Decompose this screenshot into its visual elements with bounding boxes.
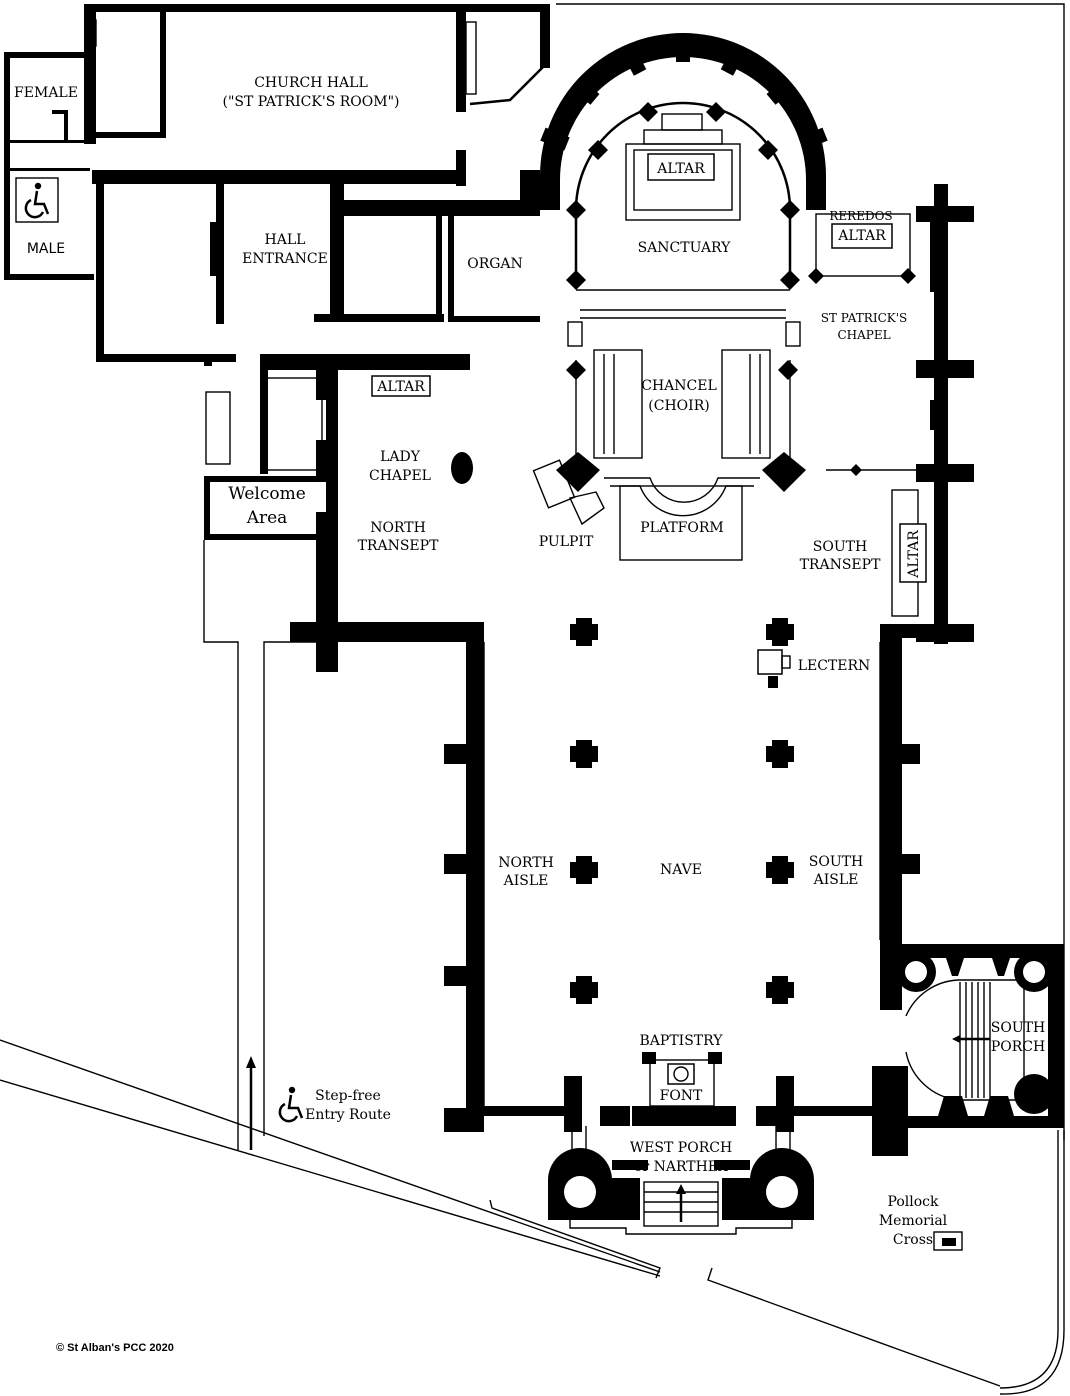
label-south-aisle-2: AISLE: [813, 872, 859, 888]
label-narthex: or NARTHEX: [634, 1159, 728, 1175]
label-platform: PLATFORM: [640, 520, 723, 536]
lectern-stand: [757, 649, 783, 675]
label-lady-chapel-2: CHAPEL: [369, 468, 431, 484]
label-north-transept: NORTH: [370, 520, 426, 536]
nave-columns: [570, 618, 794, 1004]
label-west-porch: WEST PORCH: [630, 1140, 732, 1156]
label-reredos: REREDOS: [829, 209, 892, 223]
label-north-aisle-2: AISLE: [503, 873, 549, 889]
label-lady-chapel: LADY: [380, 449, 421, 465]
label-church-hall: CHURCH HALL: [254, 75, 368, 91]
label-north-transept-2: TRANSEPT: [358, 538, 439, 554]
label-church-hall-subtitle: ("ST PATRICK'S ROOM"): [223, 94, 400, 110]
label-memorial: Memorial: [879, 1213, 948, 1229]
memorial-cross-marker: [942, 1238, 956, 1246]
label-baptistry: BAPTISTRY: [640, 1033, 724, 1049]
label-south-aisle: SOUTH: [809, 854, 863, 870]
label-south-transept-2: TRANSEPT: [800, 557, 881, 573]
label-male: MALE: [27, 241, 65, 257]
st-patricks-chapel-walls: [808, 184, 974, 644]
label-south-transept: SOUTH: [813, 539, 867, 555]
nave-walls: [290, 618, 934, 1156]
label-organ: ORGAN: [467, 256, 523, 272]
arrow-up-icon: [246, 1056, 256, 1068]
grounds-outline: [0, 3, 1065, 1395]
label-lectern: LECTERN: [798, 658, 871, 674]
label-cross: Cross: [893, 1232, 933, 1248]
label-altar-south-transept: ALTAR: [906, 530, 922, 579]
hall-complex-walls: [4, 4, 550, 632]
label-step-free: Step-free: [315, 1088, 381, 1104]
label-north-aisle: NORTH: [498, 855, 554, 871]
label-chancel: CHANCEL: [641, 378, 717, 394]
west-porch-walls: [548, 1126, 814, 1235]
label-chancel-choir: (CHOIR): [648, 398, 709, 414]
label-nave: NAVE: [660, 862, 702, 878]
label-south-porch-2: PORCH: [991, 1039, 1045, 1055]
label-sanctuary: SANCTUARY: [638, 240, 732, 256]
label-st-patricks-chapel-2: CHAPEL: [837, 328, 890, 342]
label-hall-entrance: HALL: [265, 232, 306, 248]
label-entry-route: Entry Route: [305, 1107, 391, 1123]
wheelchair-icon: [278, 1086, 304, 1123]
label-st-patricks-chapel: ST PATRICK'S: [821, 311, 907, 325]
label-female: FEMALE: [14, 85, 78, 101]
label-altar-main: ALTAR: [656, 161, 705, 177]
label-pulpit: PULPIT: [539, 534, 594, 550]
altar-lady-chapel: [371, 375, 431, 397]
label-welcome-area: Area: [246, 508, 288, 528]
label-south-porch: SOUTH: [991, 1020, 1045, 1036]
label-hall-entrance-2: ENTRANCE: [242, 251, 328, 267]
wheelchair-icon: [15, 177, 59, 223]
copyright-notice: © St Alban's PCC 2020: [56, 1342, 174, 1354]
label-altar-lady-chapel: ALTAR: [376, 379, 425, 395]
south-porch-walls: [880, 944, 1064, 1128]
label-welcome: Welcome: [228, 484, 306, 504]
label-font: FONT: [660, 1088, 703, 1104]
apse-walls: [540, 33, 828, 347]
label-pollock: Pollock: [888, 1194, 940, 1210]
chancel-walls: [532, 349, 806, 561]
label-altar-st-patricks: ALTAR: [837, 228, 886, 244]
